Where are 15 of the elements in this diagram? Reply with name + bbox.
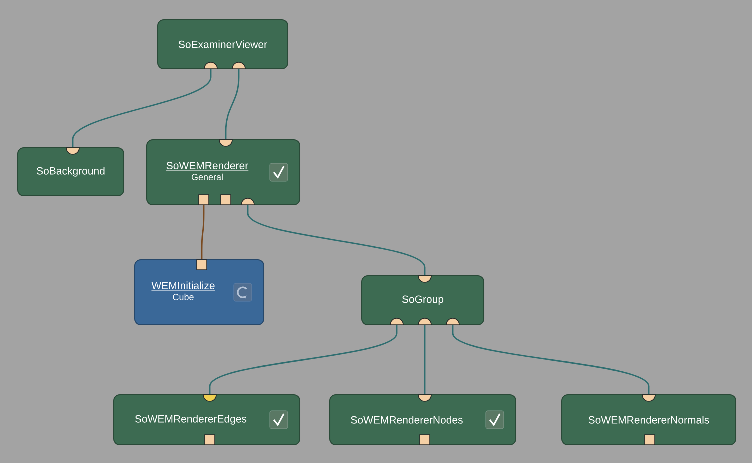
- connection-line: [225, 70, 240, 140]
- module-box: SoExaminerViewer: [158, 20, 288, 70]
- connection-line: [452, 326, 650, 394]
- connection-line: [72, 70, 212, 148]
- module-box: SoGroup: [362, 276, 484, 326]
- module-box: WEMInitialize Cube: [134, 260, 264, 326]
- connection-line: [424, 326, 426, 394]
- module-box: SoWEMRendererNodes: [330, 394, 516, 446]
- connection-line: [209, 326, 398, 394]
- module-box: SoWEMRendererEdges: [114, 394, 300, 446]
- module-box: SoWEMRendererNormals: [562, 394, 736, 446]
- connection-line: [201, 206, 205, 260]
- connection-line: [247, 206, 426, 276]
- module-box: SoWEMRenderer General: [146, 140, 300, 206]
- module-box: SoBackground: [18, 148, 124, 196]
